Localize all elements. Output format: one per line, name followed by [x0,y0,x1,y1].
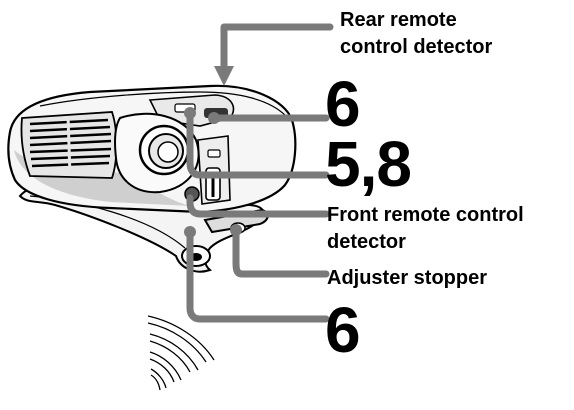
step-number-5-8: 5,8 [325,128,412,200]
rear-remote-label-line1: Rear remote [340,9,457,31]
leader-dots [184,107,242,238]
leader-step-5-8 [186,111,330,179]
remote-signal-waves [147,315,215,391]
panel-indicator [207,149,221,158]
leader-lines [186,23,334,323]
front-remote-label-line2: detector [327,231,406,253]
adjuster-stopper-label: Adjuster stopper [327,267,488,289]
step-number-6-bottom: 6 [325,294,361,366]
front-remote-label-line1: Front remote control [327,204,524,226]
body-top-edge [39,91,287,117]
leader-step-6-bottom [186,228,330,323]
step-number-6-top: 6 [325,68,361,140]
leader-front-detector [186,194,330,218]
leader-rear-detector [220,23,334,76]
rear-remote-label-line2: control detector [340,36,493,58]
vent-divider [66,115,72,177]
leader-adjuster [232,228,330,278]
lens-glass [157,141,179,163]
arrow-head [214,66,234,86]
